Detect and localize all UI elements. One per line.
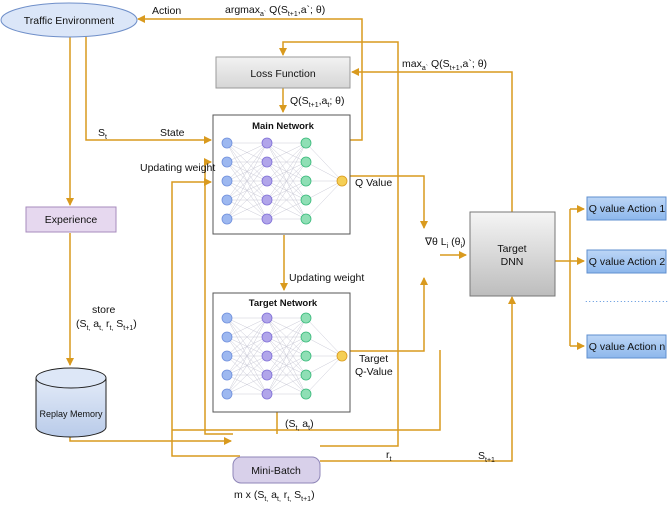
nn-node [261, 331, 273, 343]
arrow-env-to-main [85, 36, 212, 144]
traffic-environment-node: Traffic Environment [0, 2, 138, 38]
arrow-qvalue-to-gradient [350, 175, 428, 229]
arrow-minibatch-to-main [204, 158, 233, 435]
gradient-label: ∇θ Li (θi) [424, 236, 466, 250]
nn-node [221, 312, 233, 324]
nn-node [221, 175, 233, 187]
nn-node [221, 194, 233, 206]
sa-label: (St, at) [285, 418, 314, 432]
q-main-label: Q(St+1,at; θ) [290, 95, 345, 109]
arrow-rt [279, 41, 399, 447]
nn-node [261, 137, 273, 149]
st-label: St [98, 127, 107, 141]
arrow-targetq-to-gradient [350, 277, 428, 352]
target-q-label-1: Target [359, 353, 388, 365]
mini-batch-node: Mini-Batch [232, 456, 321, 484]
target-dnn-node: Target DNN [469, 211, 556, 297]
q-action-1-node: Q value Action 1 [586, 196, 667, 221]
action-label: Action [152, 5, 181, 17]
nn-node [300, 194, 312, 206]
arrow-argmax-to-env [137, 15, 363, 141]
updating-weight-label-1: Updating weight [140, 162, 215, 174]
main-network-box: Main Network [212, 114, 351, 235]
q-action-1-label: Q value Action 1 [589, 203, 666, 215]
target-network-box: Target Network [212, 292, 351, 413]
store-tuple-label: (St, at, rt, St+1) [76, 318, 137, 332]
q-action-2-label: Q value Action 2 [589, 256, 666, 268]
nn-connections [226, 317, 343, 395]
q-action-n-label: Q value Action n [589, 341, 666, 353]
nn-node [221, 350, 233, 362]
state-label: State [160, 127, 185, 139]
arrow-st1-to-dnn [320, 296, 516, 462]
experience-node: Experience [25, 206, 117, 233]
nn-node [300, 175, 312, 187]
q-value-label: Q Value [355, 177, 392, 189]
target-network-graphic [221, 312, 348, 400]
nn-node [221, 369, 233, 381]
st1-label: St+1 [478, 450, 495, 464]
ellipsis-dots: ........................ [585, 294, 669, 304]
target-dnn-label-2: DNN [501, 256, 524, 268]
mini-batch-label: Mini-Batch [251, 465, 301, 477]
nn-node [261, 194, 273, 206]
connectors [66, 15, 585, 462]
nn-node [261, 156, 273, 168]
nn-node [300, 137, 312, 149]
nn-output-node [336, 175, 348, 187]
main-network-graphic [221, 137, 348, 225]
nn-node [261, 312, 273, 324]
arrow-dnn-to-loss [351, 68, 513, 212]
nn-node [261, 388, 273, 400]
q-action-n-node: Q value Action n [586, 334, 667, 359]
replay-memory-node: Replay Memory [35, 367, 107, 438]
nn-node [300, 369, 312, 381]
nn-connections [226, 142, 343, 220]
nn-node [221, 137, 233, 149]
nn-node [261, 369, 273, 381]
traffic-environment-label: Traffic Environment [24, 15, 115, 27]
nn-node [261, 175, 273, 187]
nn-node [300, 388, 312, 400]
nn-node [221, 156, 233, 168]
nn-node [300, 331, 312, 343]
loss-function-label: Loss Function [250, 68, 316, 80]
main-network-label: Main Network [252, 121, 314, 132]
nn-node [221, 388, 233, 400]
rt-label: rt [386, 449, 392, 463]
nn-node [221, 331, 233, 343]
nn-node [300, 350, 312, 362]
q-action-2-node: Q value Action 2 [586, 249, 667, 274]
updating-weight-label-2: Updating weight [289, 272, 364, 284]
mx-label: m x (St, at, rt, St+1) [234, 489, 315, 503]
experience-label: Experience [45, 214, 98, 226]
arrow-loop-to-gradient [172, 350, 441, 431]
nn-node [261, 350, 273, 362]
loss-function-node: Loss Function [215, 56, 351, 89]
target-network-label: Target Network [249, 298, 318, 309]
nn-node [300, 156, 312, 168]
store-label: store [92, 304, 116, 316]
replay-memory-label: Replay Memory [39, 409, 103, 419]
argmax-label: argmaxa` Q(St+1,a`; θ) [225, 4, 325, 18]
nn-node [300, 213, 312, 225]
nn-node [300, 312, 312, 324]
nn-output-node [336, 350, 348, 362]
target-q-label-2: Q-Value [355, 366, 393, 378]
target-dnn-label-1: Target [497, 243, 526, 255]
max-label: maxa` Q(St+1,a`; θ) [402, 58, 487, 72]
nn-node [261, 213, 273, 225]
nn-node [221, 213, 233, 225]
